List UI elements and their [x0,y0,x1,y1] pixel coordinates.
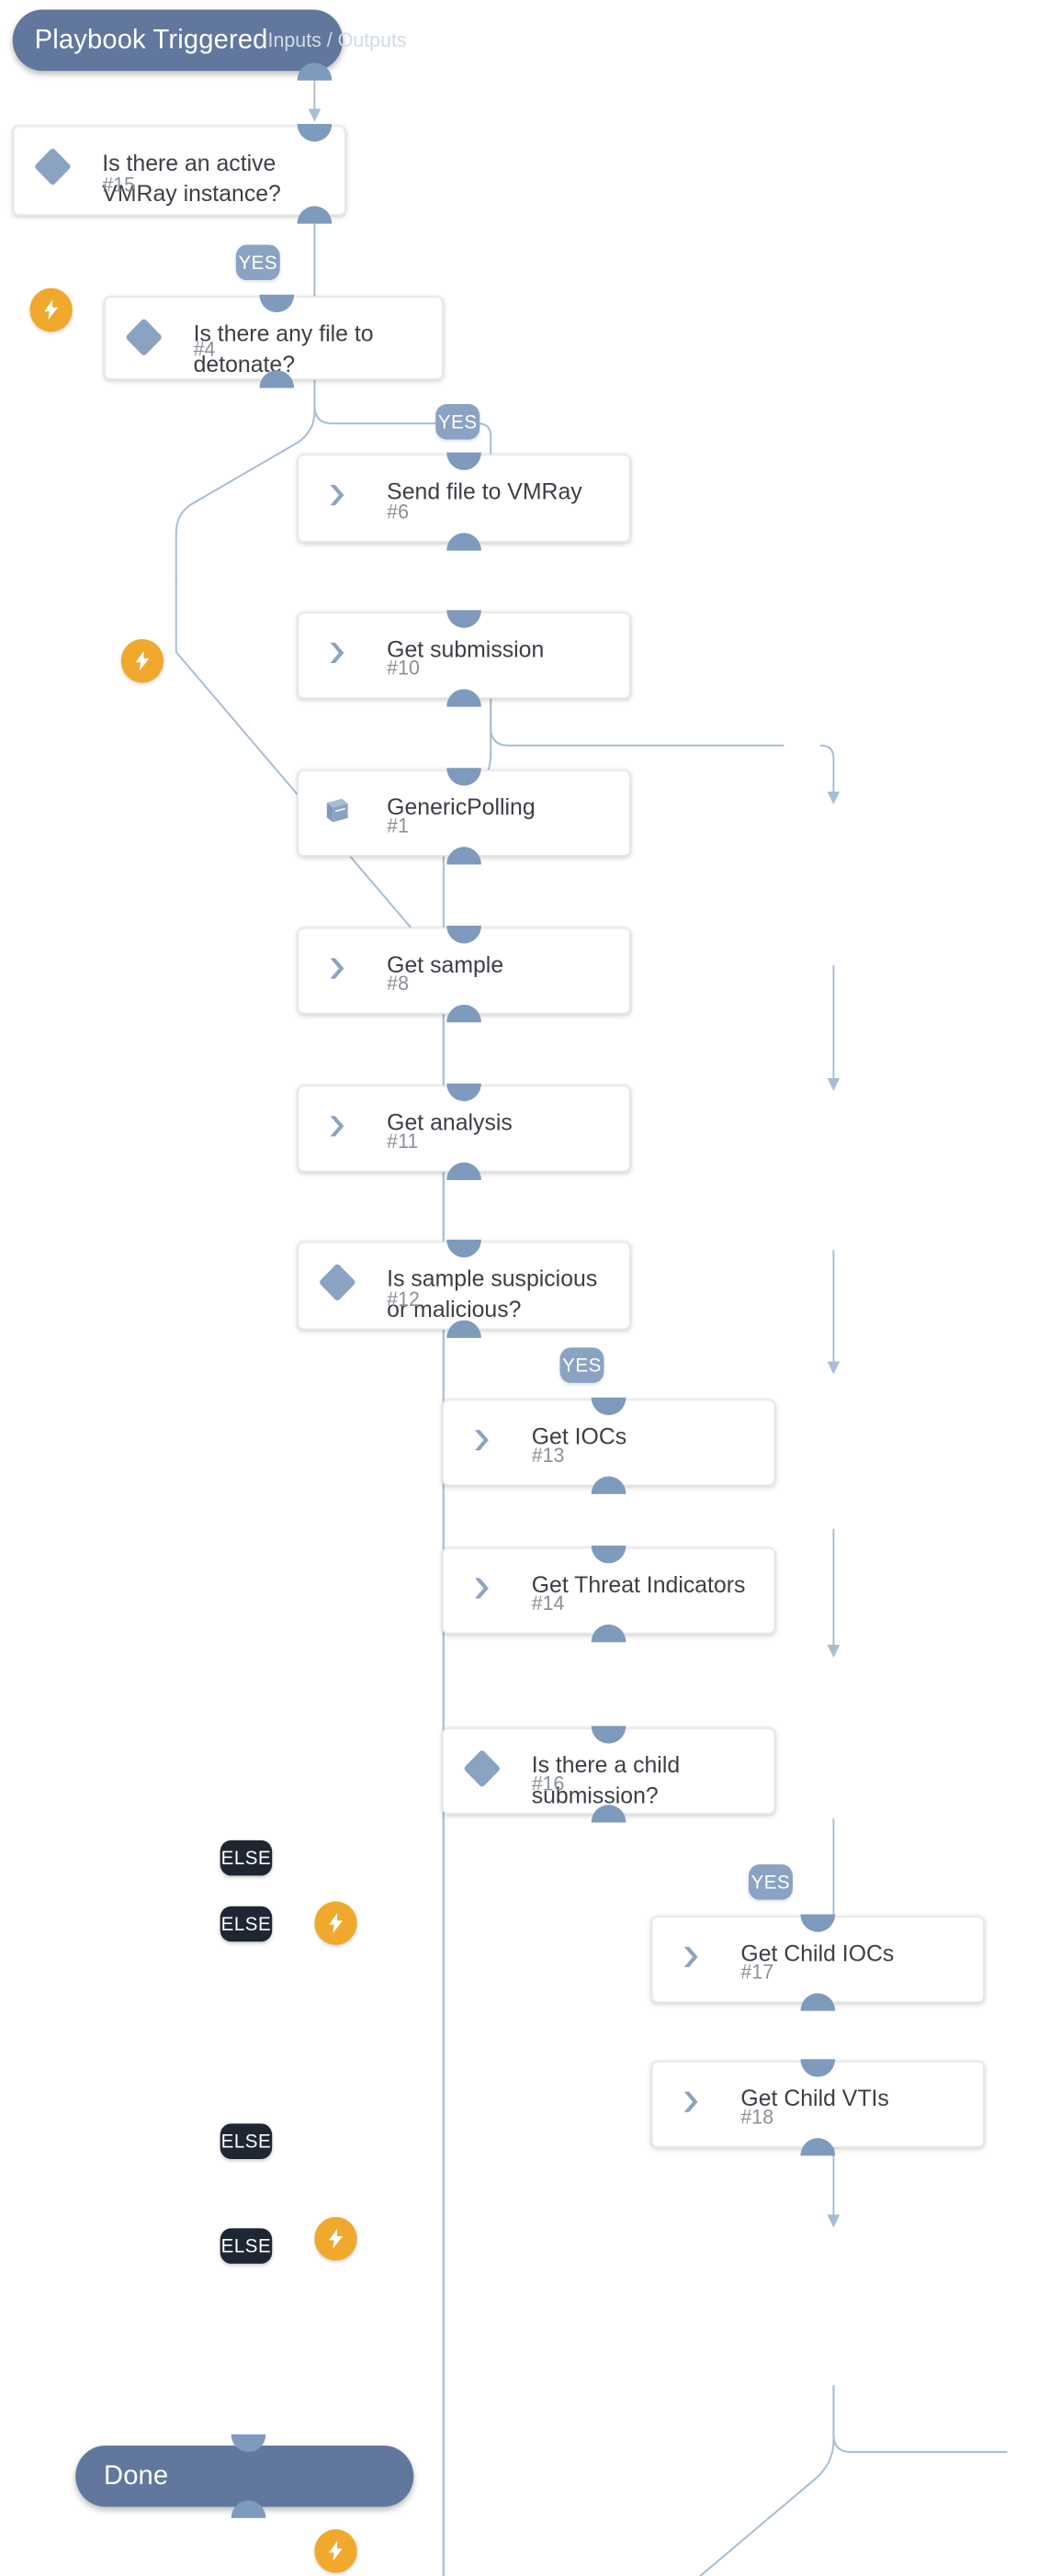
node-16-in-port [591,1726,626,1744]
chevron-icon [678,1941,708,1972]
node-id: #16 [531,1772,565,1795]
node-title: Get Child IOCs [740,1941,895,1968]
diamond-icon [125,318,164,357]
chevron-icon [324,637,355,668]
node-title: Is sample suspicious or malicious? [387,1266,598,1324]
automation-bolt-icon [314,2217,357,2261]
node-id: #4 [193,338,216,361]
branch-label-else-16[interactable]: ELSE [220,2228,273,2264]
node-title: GenericPolling [387,795,536,822]
node-13-out-port [591,1476,626,1494]
node-15-in-port [297,123,333,142]
node-id: #14 [531,1592,565,1615]
node-17-out-port [800,1993,836,2011]
node-title: Get submission [387,637,545,664]
automation-bolt-icon [314,1901,357,1945]
branch-label-else-4[interactable]: ELSE [220,1906,273,1942]
end-node[interactable]: Done [75,2445,414,2507]
end-node-title: Done [104,2459,169,2492]
branch-label-else-12[interactable]: ELSE [220,2123,273,2159]
diamond-icon [463,1749,502,1788]
chevron-icon [324,953,355,984]
node-title: Get Child VTIs [740,2087,889,2113]
node-id: #8 [387,972,409,996]
chevron-icon [324,479,355,510]
node-id: #17 [740,1961,774,1984]
node-id: #11 [387,1130,419,1153]
chevron-icon [468,1425,499,1456]
chevron-icon [678,2087,708,2117]
node-14-out-port [591,1624,626,1643]
node-title: Get Threat Indicators [531,1572,746,1599]
node-id: #6 [387,501,409,523]
start-node-inputs-outputs-link[interactable]: Inputs / Outputs [267,28,407,52]
node-14-in-port [591,1546,626,1564]
node-title: Send file to VMRay [387,479,582,506]
node-id: #18 [740,2106,774,2129]
branch-label-else-15[interactable]: ELSE [220,1839,273,1876]
node-id: #10 [387,657,420,680]
diamond-icon [318,1263,356,1302]
node-title: Get sample [387,952,504,979]
automation-bolt-icon [29,287,73,332]
node-title: Get IOCs [531,1424,627,1451]
start-node-title: Playbook Triggered [34,24,268,55]
node-13-in-port [591,1397,626,1415]
branch-label-yes-4[interactable]: YES [435,404,480,440]
automation-bolt-icon [314,2529,357,2573]
automation-bolt-icon [120,638,164,683]
node-id: #1 [387,815,409,838]
node-18-in-port [800,2059,836,2077]
node-id: #15 [102,174,136,197]
diamond-icon [33,147,72,186]
chevron-icon [324,1111,355,1142]
node-18-out-port [800,2138,836,2156]
node-16-out-port [591,1805,626,1823]
node-6-out-port [446,533,481,551]
node-6-in-port [446,452,481,470]
edge-12-to-13-yes [833,2386,1006,2452]
branch-label-yes-15[interactable]: YES [235,244,280,281]
node-10-in-port [446,610,481,628]
node-id: #12 [387,1288,420,1311]
node-title: Is there any file to detonate? [193,321,374,378]
chevron-icon [468,1573,499,1603]
node-title: Get analysis [387,1110,513,1137]
node-title: Is there a child submission? [531,1753,681,1810]
branch-label-yes-16[interactable]: YES [748,1864,793,1900]
node-is-there-an-active-vmray-instance[interactable]: Is there an active VMRay instance? #15 [12,125,346,332]
node-17-in-port [800,1914,836,1932]
node-id: #13 [531,1444,565,1468]
edge-4-yes-drop [821,746,841,804]
start-node[interactable]: Playbook Triggered Inputs / Outputs [12,9,407,72]
node-title: Is there an active VMRay instance? [102,151,281,208]
book-icon [321,795,354,827]
edge-12-to-end-else [444,2386,834,2576]
branch-label-yes-12[interactable]: YES [559,1347,604,1383]
edge-15-else-diagonal [176,579,444,2576]
